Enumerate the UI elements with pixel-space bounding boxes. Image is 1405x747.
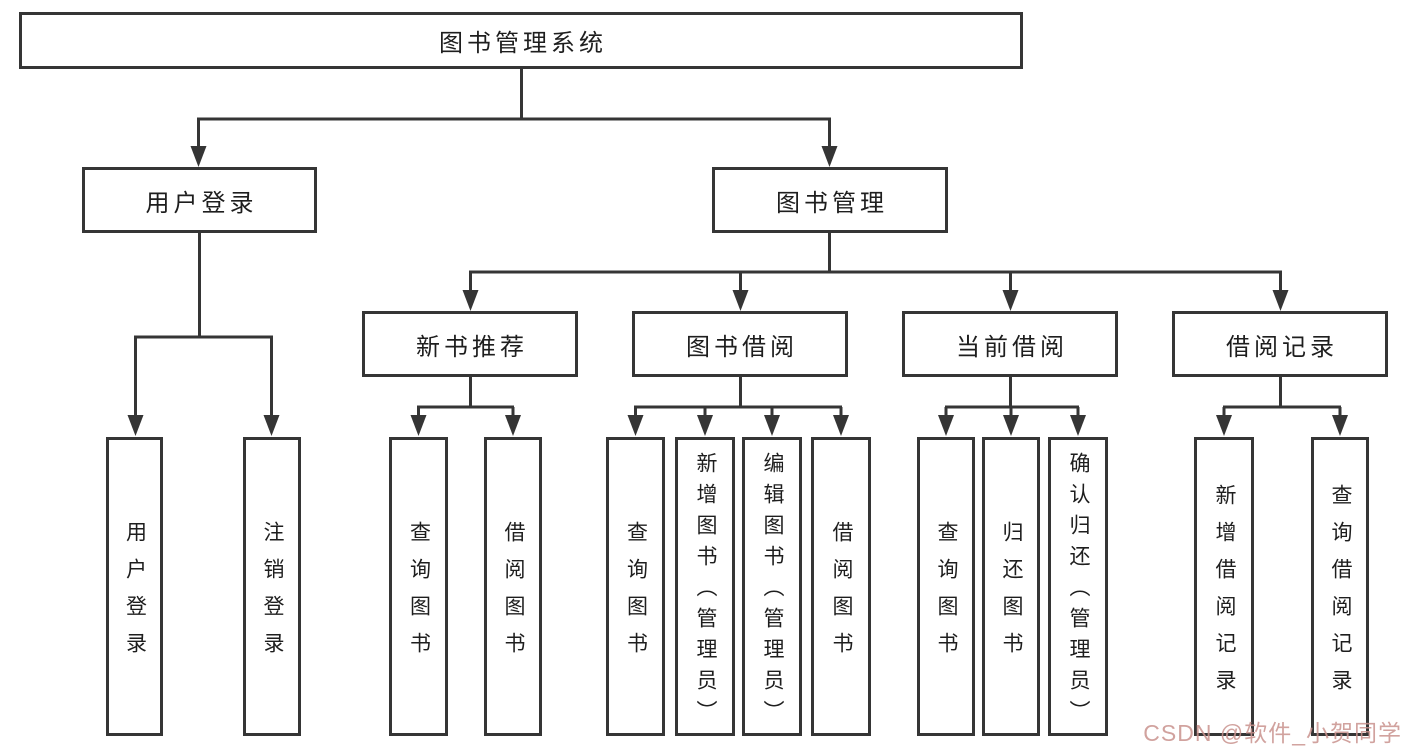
leaf-current-return: 归还图书 — [982, 437, 1040, 736]
arrowheads — [127, 146, 1348, 436]
leaf-bookborrow-add-label: 新增图书（管理员） — [694, 452, 717, 731]
leaf-bookborrow-query: 查询图书 — [606, 437, 665, 736]
watermark: CSDN @软件_小贺同学 — [1143, 720, 1402, 746]
node-user-login: 用户登录 — [82, 167, 317, 233]
node-book-mgmt-label: 图书管理 — [776, 189, 888, 217]
node-borrow-record-label: 借阅记录 — [1226, 333, 1338, 361]
node-book-borrow: 图书借阅 — [632, 311, 848, 377]
leaf-newbook-query-label: 查询图书 — [407, 520, 431, 669]
node-new-book-recommend: 新书推荐 — [362, 311, 578, 377]
node-book-mgmt: 图书管理 — [712, 167, 948, 233]
node-user-login-label: 用户登录 — [145, 189, 258, 217]
leaf-current-query: 查询图书 — [917, 437, 975, 736]
leaf-bookborrow-edit-label: 编辑图书（管理员） — [761, 452, 784, 731]
leaf-user-login-label: 用户登录 — [123, 520, 147, 669]
leaf-record-add: 新增借阅记录 — [1194, 437, 1254, 736]
leaf-newbook-borrow: 借阅图书 — [484, 437, 542, 736]
leaf-current-confirm-label: 确认归还（管理员） — [1067, 452, 1090, 731]
leaf-bookborrow-borrow: 借阅图书 — [811, 437, 871, 736]
node-current-borrow-label: 当前借阅 — [956, 333, 1068, 361]
leaf-current-confirm: 确认归还（管理员） — [1048, 437, 1108, 736]
leaf-current-query-label: 查询图书 — [935, 520, 958, 669]
leaf-bookborrow-borrow-label: 借阅图书 — [830, 520, 853, 669]
node-book-borrow-label: 图书借阅 — [686, 333, 798, 361]
leaf-bookborrow-add: 新增图书（管理员） — [675, 437, 735, 736]
node-root: 图书管理系统 — [19, 12, 1023, 69]
leaf-logout-label: 注销登录 — [261, 520, 284, 669]
leaf-newbook-query: 查询图书 — [389, 437, 448, 736]
node-root-label: 图书管理系统 — [439, 30, 607, 57]
leaf-bookborrow-edit: 编辑图书（管理员） — [742, 437, 802, 736]
leaf-record-query-label: 查询借阅记录 — [1329, 483, 1352, 706]
node-new-book-recommend-label: 新书推荐 — [416, 333, 528, 361]
leaf-bookborrow-query-label: 查询图书 — [624, 520, 648, 669]
node-current-borrow: 当前借阅 — [902, 311, 1118, 377]
leaf-record-query: 查询借阅记录 — [1311, 437, 1369, 736]
leaf-logout: 注销登录 — [243, 437, 301, 736]
leaf-current-return-label: 归还图书 — [1000, 520, 1023, 669]
leaf-user-login: 用户登录 — [106, 437, 163, 736]
leaf-newbook-borrow-label: 借阅图书 — [502, 520, 525, 669]
leaf-record-add-label: 新增借阅记录 — [1213, 483, 1236, 706]
node-borrow-record: 借阅记录 — [1172, 311, 1388, 377]
